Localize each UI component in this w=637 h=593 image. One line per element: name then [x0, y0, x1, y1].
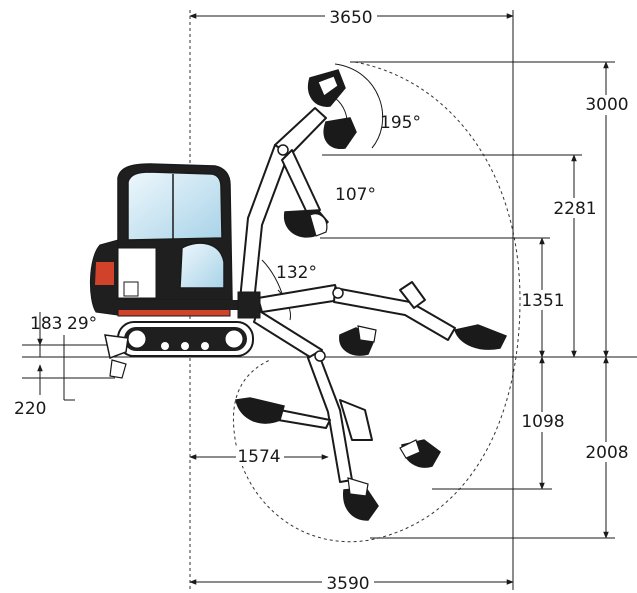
angle-blade: 29°: [67, 314, 97, 334]
dim-bottom-width: 3590: [326, 574, 369, 593]
dim-blade-depth: 220: [14, 399, 46, 419]
dim-blade-height: 183: [30, 314, 62, 334]
arm-raised: [239, 107, 327, 303]
dim-max-dig-height: 3000: [585, 95, 628, 115]
bucket-lower-left: [235, 397, 285, 424]
dim-vertical-wall-depth: 1098: [521, 412, 564, 432]
bucket-deepest: [343, 477, 379, 521]
bucket-lower-right: [399, 439, 441, 468]
angle-bucket-rotation: 195°: [380, 113, 421, 133]
bucket-ground: [339, 325, 377, 356]
cab-door-window: [179, 242, 225, 289]
dozer-blade-lowered: [109, 359, 127, 379]
dim-dump-height: 2281: [553, 199, 596, 219]
bucket-arc-outer: [334, 63, 384, 149]
dozer-blade: [104, 334, 129, 360]
dim-swing-offset: 1574: [237, 447, 280, 467]
bucket-upper-right: [323, 117, 357, 149]
boom-swing-bracket: [237, 291, 261, 319]
angle-boom-swing: 132°: [276, 263, 317, 283]
rear-light: [95, 262, 114, 285]
cab-window: [127, 171, 223, 241]
bucket-top: [308, 69, 346, 107]
arm-extended: [257, 281, 456, 341]
fuel-cap: [123, 281, 139, 297]
dim-mid-height: 1351: [521, 291, 564, 311]
bucket-mid: [283, 209, 330, 238]
bucket-extended-tip: [454, 324, 508, 350]
dim-top-width: 3650: [329, 8, 372, 28]
angle-bucket-tip: 107°: [335, 185, 376, 205]
dim-dig-depth: 2008: [585, 443, 628, 463]
excavator: [89, 163, 254, 379]
